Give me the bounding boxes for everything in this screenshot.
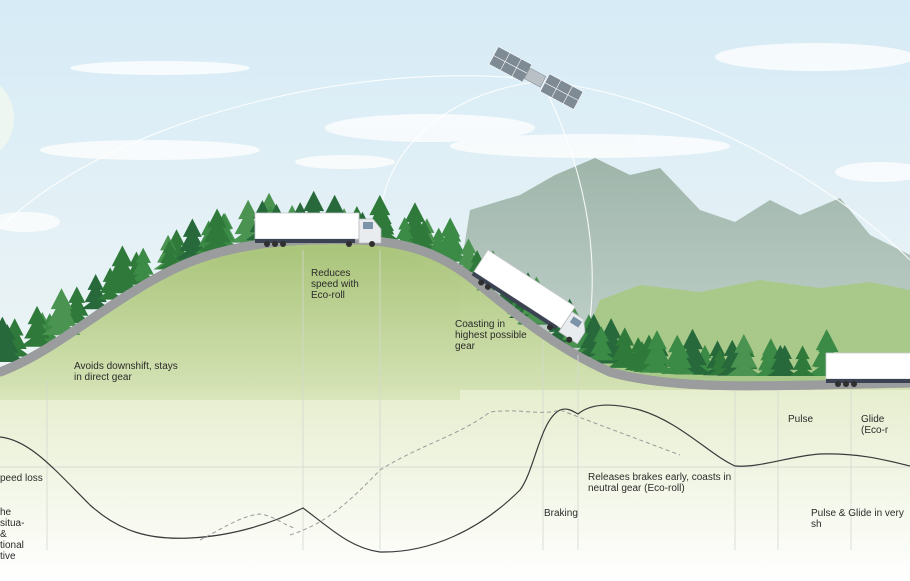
tree — [157, 239, 182, 269]
guide-lines — [46, 250, 852, 550]
tree — [0, 316, 22, 362]
label-situation-fragment: he situa- & tional tive — [0, 507, 25, 562]
truck-icon — [254, 212, 382, 247]
label-speed-loss: peed loss — [0, 473, 43, 484]
tree — [80, 273, 111, 310]
hill-lower — [0, 247, 460, 400]
label-avoids-downshift: Avoids downshift, stays in direct gear — [74, 361, 178, 383]
tree — [48, 297, 79, 334]
tree — [639, 330, 675, 373]
tree — [789, 345, 816, 376]
satellite-icon — [488, 46, 584, 110]
label-braking: Braking — [544, 508, 578, 519]
sun — [0, 85, 14, 151]
truck-icon — [471, 249, 586, 345]
label-coasting: Coasting in highest possible gear — [455, 319, 527, 352]
label-eco-roll-crest: Reduces speed with Eco-roll — [311, 268, 359, 301]
label-pulse: Pulse — [788, 414, 814, 425]
tree — [771, 344, 798, 376]
tree — [586, 326, 616, 361]
tree — [670, 344, 695, 375]
tree — [19, 305, 55, 347]
road-front-2 — [0, 235, 485, 377]
label-glide: Glide (Eco-r — [861, 414, 889, 436]
tree — [199, 208, 235, 251]
speed-curve-eco — [0, 404, 910, 553]
tree — [393, 217, 417, 245]
tree — [432, 217, 469, 261]
ground — [0, 390, 910, 581]
tree — [708, 348, 732, 376]
speed-curve-conventional — [289, 409, 681, 536]
speed-curve-conventional-left — [199, 513, 296, 541]
tree — [411, 220, 437, 250]
tree — [129, 247, 158, 282]
tree — [726, 333, 762, 376]
signal-arcs — [0, 75, 910, 321]
clouds — [0, 43, 910, 232]
label-pulse-glide: Pulse & Glide in very sh — [811, 508, 904, 530]
label-releases-brakes: Releases brakes early, coasts in neutral… — [588, 472, 732, 494]
truck-icon — [825, 352, 910, 387]
tree — [102, 245, 142, 292]
